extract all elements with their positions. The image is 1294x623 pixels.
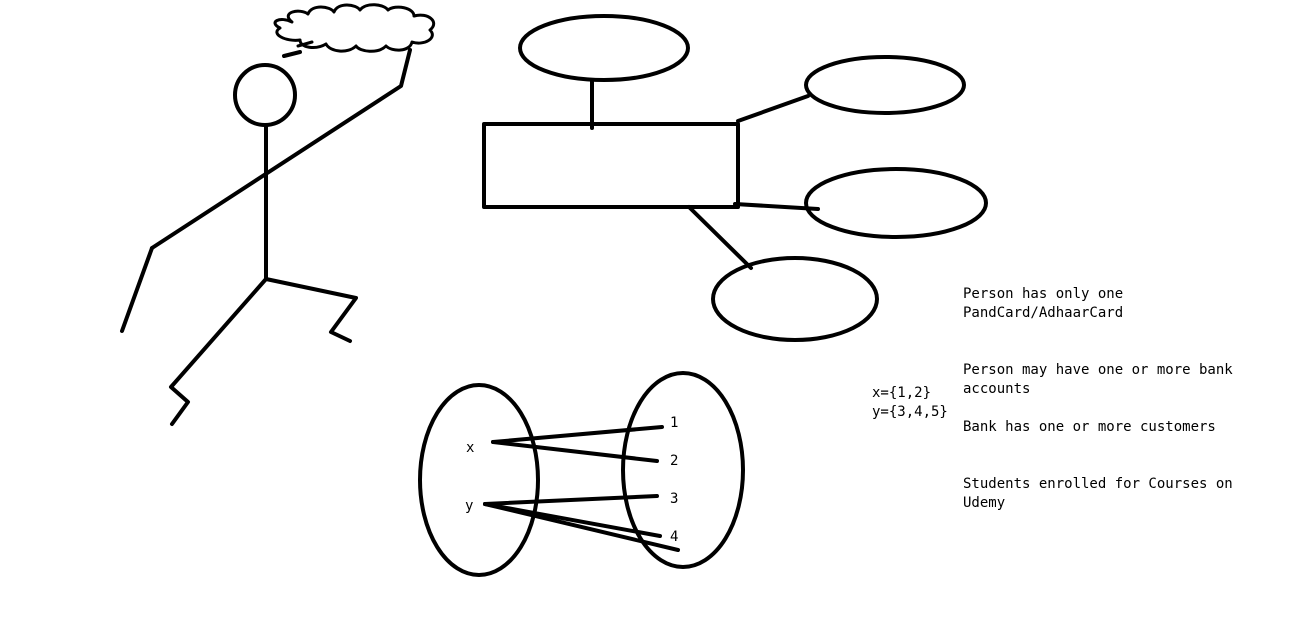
connector-bottom [687, 205, 753, 270]
figure-head [233, 63, 297, 127]
set-left-ellipse [418, 383, 540, 577]
set-labels: x y 1 2 3 4 [465, 415, 678, 545]
attribute-ellipse-right-1 [804, 55, 966, 115]
set-right-label-2: 2 [670, 453, 678, 469]
mapping-y-to-5 [483, 502, 680, 552]
entity-rectangle [482, 122, 740, 209]
set-definition-y: y={3,4,5} [872, 404, 948, 420]
attribute-ellipse-right-2 [804, 167, 988, 239]
figure-right-leg [264, 277, 358, 343]
note-line: accounts [963, 381, 1031, 397]
set-left-label-x: x [466, 440, 474, 456]
figure-raised-arm [150, 48, 412, 250]
stick-figure [120, 48, 412, 426]
set-left-label-y: y [465, 498, 473, 514]
mapping-x-to-1 [491, 425, 664, 444]
note-line: PandCard/AdhaarCard [963, 305, 1124, 321]
attribute-ellipse-top [518, 14, 690, 82]
set-right-label-4: 4 [670, 529, 678, 545]
mapping-y-to-3 [483, 494, 659, 506]
mapping-x-to-2 [491, 440, 659, 463]
note-line: Bank has one or more customers [963, 419, 1216, 435]
figure-left-leg [169, 277, 268, 426]
set-right-label-3: 3 [670, 491, 678, 507]
note-line: Person has only one [963, 286, 1124, 302]
connector-right-2 [733, 202, 820, 211]
note-line: Students enrolled for Courses on [963, 476, 1233, 492]
note-line: Person may have one or more bank [963, 362, 1233, 378]
set-right-label-1: 1 [670, 415, 678, 431]
entity-diagram [482, 14, 988, 342]
connector-right-1 [736, 94, 810, 123]
thought-cloud [273, 3, 436, 58]
note-line: Udemy [963, 495, 1006, 511]
attribute-ellipse-bottom [711, 256, 879, 342]
figure-lower-arm [120, 246, 154, 333]
set-mapping-diagram [418, 371, 745, 577]
set-right-ellipse [621, 371, 745, 569]
set-definition-x: x={1,2} [872, 385, 932, 401]
